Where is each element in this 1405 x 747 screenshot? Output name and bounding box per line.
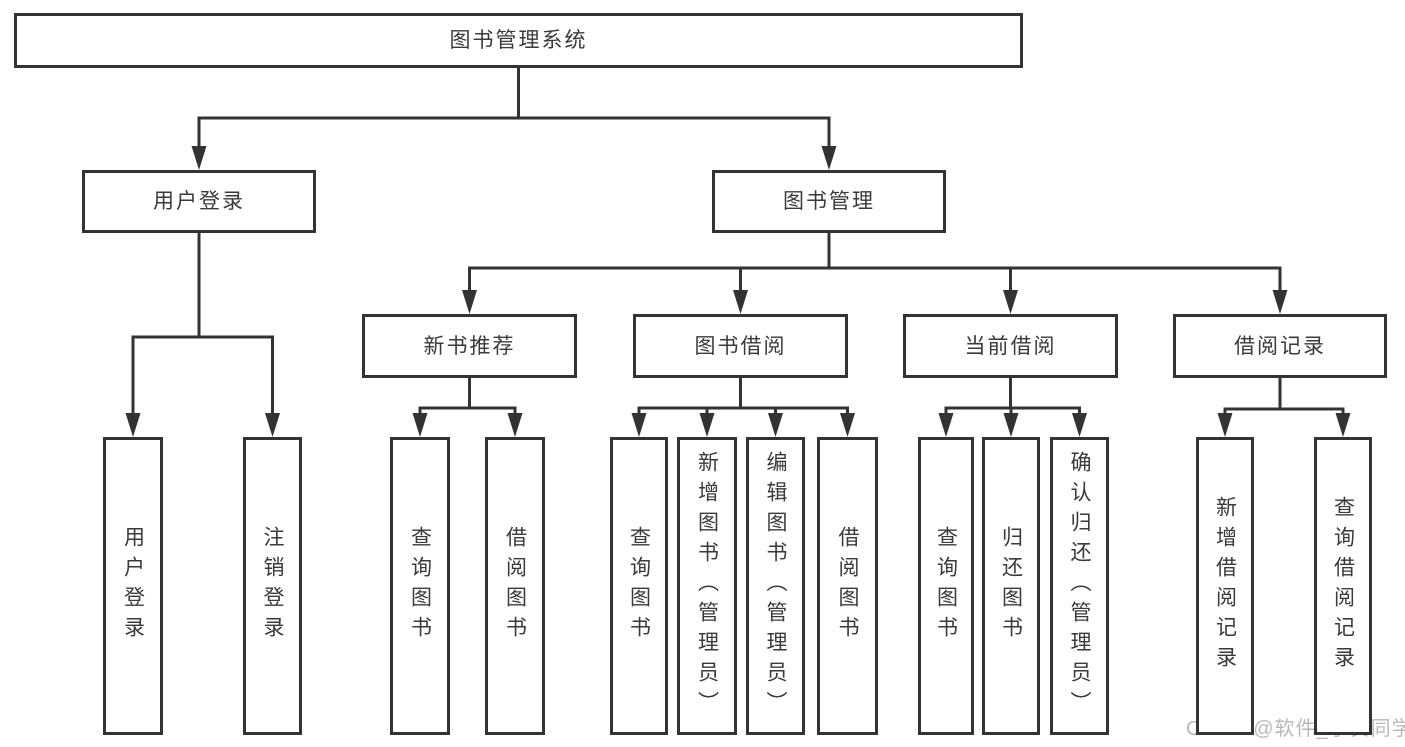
diagram-node-book-borrow: 图书借阅	[633, 314, 848, 378]
connector-arrowhead-icon	[507, 413, 523, 437]
diagram-node-v-edit-book: 编辑图书（管理员）	[746, 437, 805, 735]
diagram-node-v-query-book-1: 查询图书	[390, 437, 450, 735]
connector-arrowhead-icon	[733, 290, 748, 314]
diagram-node-book-mgmt: 图书管理	[712, 170, 946, 233]
connector-arrowhead-icon	[412, 413, 428, 437]
diagram-node-v-query-book-3: 查询图书	[918, 437, 974, 735]
connector-arrowhead-icon	[1003, 413, 1019, 437]
connector-arrowhead-icon	[840, 413, 855, 437]
diagram-node-borrow-records: 借阅记录	[1173, 314, 1387, 378]
diagram-node-v-user-login: 用户登录	[103, 437, 163, 735]
connector-arrowhead-icon	[938, 413, 954, 437]
connector-arrowhead-icon	[1003, 290, 1018, 314]
connector-arrowhead-icon	[768, 413, 783, 437]
diagram-node-v-add-record: 新增借阅记录	[1196, 437, 1254, 735]
diagram-node-new-book-rec: 新书推荐	[362, 314, 577, 378]
connector-arrowhead-icon	[1272, 290, 1288, 314]
diagram-node-user-login: 用户登录	[82, 170, 316, 233]
diagram-node-v-add-book: 新增图书（管理员）	[677, 437, 737, 735]
diagram-node-root: 图书管理系统	[14, 13, 1023, 68]
diagram-node-v-borrow-book-2: 借阅图书	[817, 437, 878, 735]
diagram-node-v-query-record: 查询借阅记录	[1314, 437, 1372, 735]
connector-arrowhead-icon	[699, 413, 715, 437]
diagram-node-v-logout: 注销登录	[243, 437, 302, 735]
diagram-node-v-confirm-return: 确认归还（管理员）	[1050, 437, 1109, 735]
connector-arrowhead-icon	[462, 290, 477, 314]
diagram-node-v-borrow-book-1: 借阅图书	[485, 437, 545, 735]
connector-arrowhead-icon	[125, 413, 141, 437]
connector-arrowhead-icon	[1072, 413, 1087, 437]
connector-arrowhead-icon	[821, 146, 837, 170]
diagram-node-v-query-book-2: 查询图书	[610, 437, 668, 735]
connector-arrowhead-icon	[1217, 413, 1233, 437]
connector-arrowhead-icon	[631, 413, 647, 437]
diagram-node-current-borrow: 当前借阅	[903, 314, 1118, 378]
connector-arrowhead-icon	[191, 146, 207, 170]
connector-arrowhead-icon	[265, 413, 280, 437]
connector-arrowhead-icon	[1335, 413, 1351, 437]
diagram-node-v-return-book: 归还图书	[982, 437, 1040, 735]
